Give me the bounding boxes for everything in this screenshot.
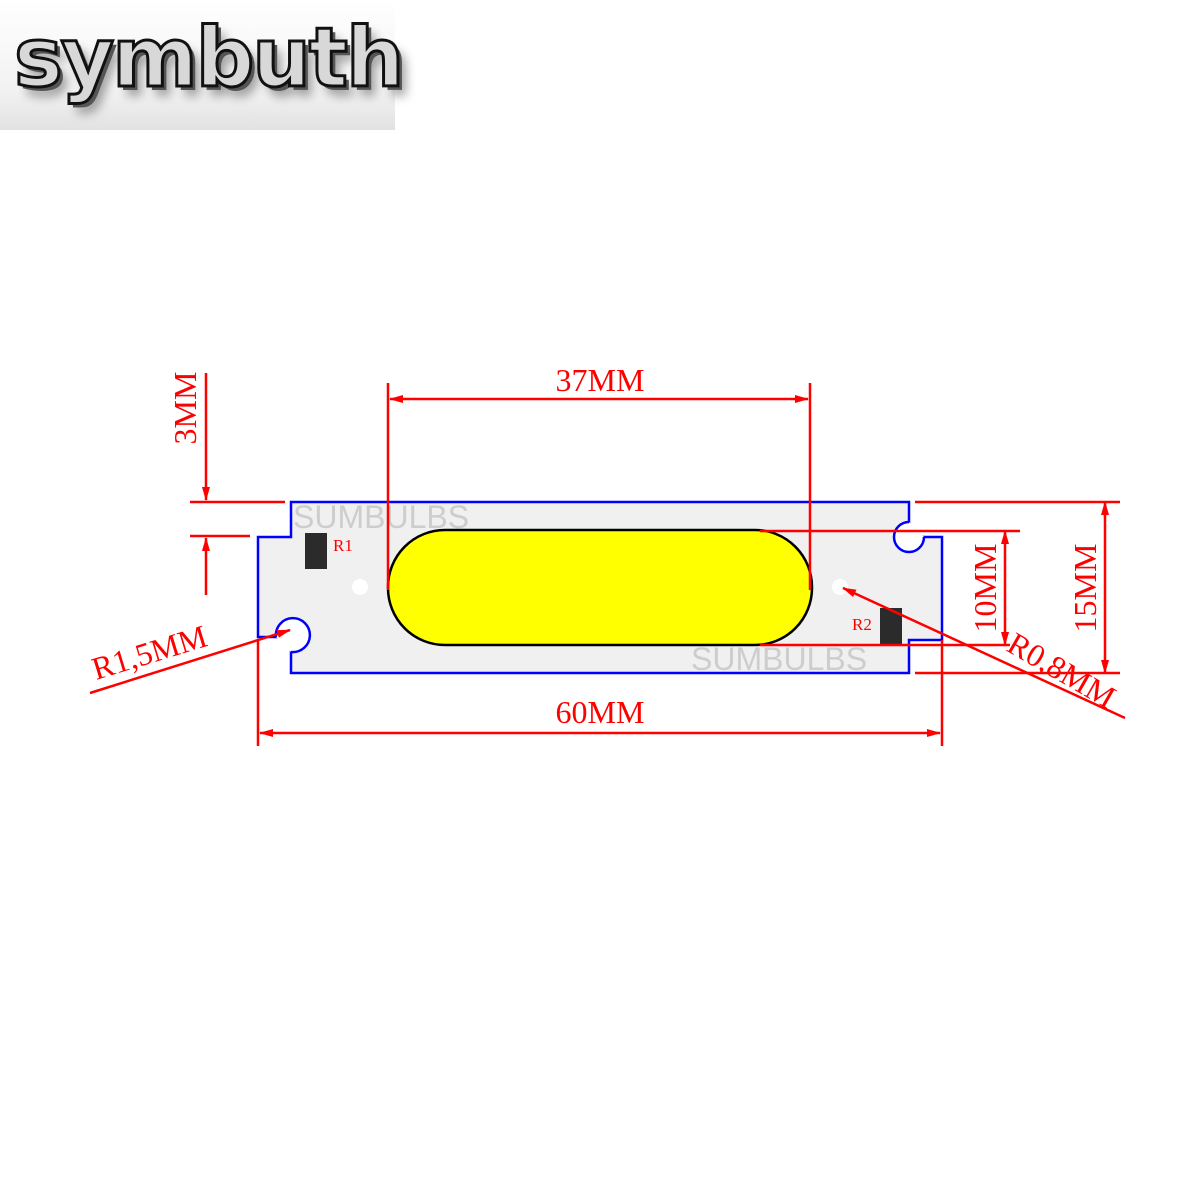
notch-radius-leader bbox=[89, 628, 291, 695]
resistor-r2-label: R2 bbox=[852, 615, 872, 634]
hole-right bbox=[832, 579, 848, 595]
resistor-r1 bbox=[305, 533, 327, 569]
left-notch bbox=[274, 616, 312, 654]
dim-37mm-label: 37MM bbox=[556, 362, 645, 398]
watermark-top: SUMBULBS bbox=[293, 499, 469, 535]
dim-3mm-label: 3MM bbox=[167, 372, 203, 445]
resistor-r2 bbox=[880, 608, 902, 644]
notch-radius-label: R1,5MM bbox=[88, 618, 212, 687]
hole-left bbox=[352, 579, 368, 595]
right-notch bbox=[892, 520, 926, 554]
brand-logo: symbuth bbox=[0, 0, 406, 130]
dim-10mm-label: 10MM bbox=[967, 544, 1003, 633]
hole-radius-leader bbox=[842, 586, 1126, 720]
dim-60mm-label: 60MM bbox=[556, 694, 645, 730]
brand-logo-text: symbuth bbox=[12, 11, 405, 106]
dim-60mm bbox=[256, 640, 944, 746]
watermark-bottom: SUMBULBS bbox=[691, 641, 867, 677]
dim-3mm bbox=[190, 373, 285, 595]
dim-15mm-label: 15MM bbox=[1067, 544, 1103, 633]
dim-37mm bbox=[386, 383, 812, 590]
dim-15mm bbox=[915, 500, 1120, 675]
led-emitter bbox=[386, 528, 814, 647]
resistor-r1-label: R1 bbox=[333, 536, 353, 555]
